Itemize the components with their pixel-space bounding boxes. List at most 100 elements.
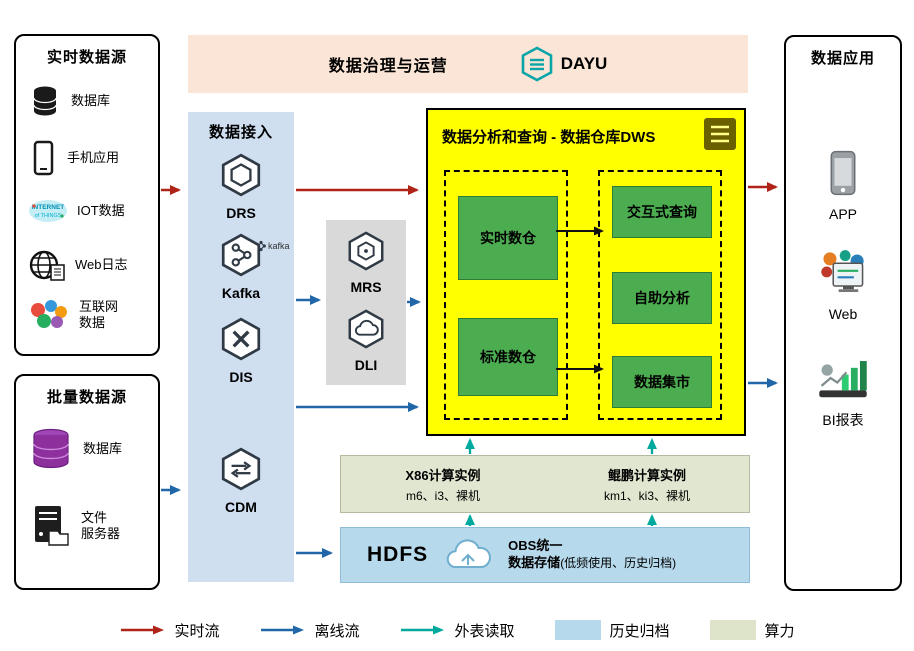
dayu-label: DAYU xyxy=(560,54,608,73)
source-label: Web日志 xyxy=(75,256,128,272)
kafka-label: Kafka xyxy=(221,285,261,301)
mrs-label: MRS xyxy=(350,279,382,295)
source-item-file-server: 文件 服务器 xyxy=(28,504,120,548)
kafka-icon xyxy=(221,233,261,277)
service-kafka: kafka Kafka xyxy=(188,232,294,301)
realtime-sources-title: 实时数据源 xyxy=(46,49,127,66)
dayu-logo: DAYU xyxy=(520,46,608,82)
module-realtime-warehouse: 实时数仓 xyxy=(458,196,558,280)
obs-line2: 数据存储 xyxy=(508,555,561,570)
purple-database-icon xyxy=(33,428,69,469)
hdfs-label: HDFS xyxy=(367,543,429,566)
app-item-web: Web xyxy=(786,249,900,322)
app-label: APP xyxy=(828,206,857,222)
dli-label: DLI xyxy=(354,357,378,373)
legend: 实时流 离线流 外表读取 历史归档 算力 xyxy=(0,614,914,646)
source-item-web-log: Web日志 xyxy=(28,248,128,282)
dws-warehouse-group: 实时数仓 标准数仓 xyxy=(444,170,568,420)
archive-swatch xyxy=(554,620,601,640)
kafka-mark-icon xyxy=(259,240,266,252)
legend-external-read: 外表读取 xyxy=(399,620,515,641)
legend-label: 历史归档 xyxy=(609,622,670,640)
batch-sources-title: 批量数据源 xyxy=(46,389,127,406)
source-label: 手机应用 xyxy=(67,149,120,165)
service-mrs: MRS xyxy=(326,230,406,295)
dayu-icon xyxy=(521,46,553,82)
legend-label: 外表读取 xyxy=(454,622,515,640)
kunpeng-detail: km1、ki3、裸机 xyxy=(603,488,690,503)
bi-report-icon xyxy=(819,361,867,398)
legend-realtime-flow: 实时流 xyxy=(119,620,219,641)
source-label: 数据库 xyxy=(83,440,123,456)
source-label: 文件 服务器 xyxy=(81,509,121,541)
x86-title: X86计算实例 xyxy=(405,467,481,483)
app-label: Web xyxy=(828,306,858,322)
dws-query-group: 交互式查询 自助分析 数据集市 xyxy=(598,170,722,420)
governance-bar: 数据治理与运营 DAYU xyxy=(188,35,748,93)
dis-label: DIS xyxy=(229,369,253,385)
ingestion-column: 数据接入 DRS xyxy=(188,112,294,582)
web-log-icon xyxy=(29,250,65,281)
compute-instances-box: X86计算实例 m6、i3、裸机 鲲鹏计算实例 km1、ki3、裸机 xyxy=(340,455,750,513)
app-phone-icon xyxy=(830,150,856,196)
svg-text:INTERNET: INTERNET xyxy=(32,204,65,211)
web-app-icon xyxy=(821,250,864,293)
dis-icon xyxy=(221,317,261,361)
ingestion-title: 数据接入 xyxy=(208,124,273,141)
dli-icon xyxy=(348,309,384,349)
cdm-label: CDM xyxy=(225,499,257,515)
governance-title: 数据治理与运营 xyxy=(328,58,448,75)
file-server-icon xyxy=(35,506,69,546)
internet-data-icon xyxy=(31,300,67,328)
legend-compute: 算力 xyxy=(709,620,795,641)
cdm-icon xyxy=(221,447,261,491)
module-interactive-query: 交互式查询 xyxy=(612,186,712,238)
service-dli: DLI xyxy=(326,308,406,373)
app-label: BI报表 xyxy=(822,412,864,428)
service-dis: DIS xyxy=(188,316,294,385)
source-item-iot: INTERNET of THINGS IOT数据 xyxy=(28,196,125,226)
kafka-badge-text: kafka xyxy=(268,241,290,251)
kunpeng-title: 鲲鹏计算实例 xyxy=(607,467,686,483)
dws-report-icon xyxy=(700,115,740,158)
dws-panel: 数据分析和查询 - 数据仓库DWS 实时数仓 标准数仓 交互式查询 自助分析 xyxy=(426,108,746,436)
obs-line1: OBS统一 xyxy=(508,538,563,554)
batch-sources-panel: 批量数据源 数据库 文件 服务器 xyxy=(14,374,160,590)
applications-panel: 数据应用 APP Web xyxy=(784,35,902,591)
legend-archive: 历史归档 xyxy=(554,620,670,641)
iot-icon: INTERNET of THINGS xyxy=(29,200,67,222)
kunpeng-compute: 鲲鹏计算实例 km1、ki3、裸机 xyxy=(545,456,749,512)
compute-swatch xyxy=(709,620,756,640)
legend-label: 离线流 xyxy=(314,622,360,640)
service-cdm: CDM xyxy=(188,446,294,515)
obs-note: (低频使用、历史归档) xyxy=(560,556,677,570)
teal-arrow-icon xyxy=(401,625,445,635)
blue-arrow-icon xyxy=(261,625,305,635)
app-item-app: APP xyxy=(786,149,900,222)
source-item-mobile-app: 手机应用 xyxy=(28,140,119,176)
source-label: IOT数据 xyxy=(77,202,125,218)
source-item-internet-data: 互联网 数据 xyxy=(28,298,118,332)
drs-label: DRS xyxy=(226,205,256,221)
source-item-database: 数据库 xyxy=(28,84,110,118)
drs-icon xyxy=(221,153,261,197)
module-data-mart: 数据集市 xyxy=(612,356,712,408)
obs-cloud-icon xyxy=(446,539,492,568)
module-label: 标准数仓 xyxy=(480,349,536,365)
module-label: 自助分析 xyxy=(634,290,690,306)
svg-text:of THINGS: of THINGS xyxy=(35,213,62,219)
module-self-service-analysis: 自助分析 xyxy=(612,272,712,324)
red-arrow-icon xyxy=(121,625,165,635)
storage-box: HDFS OBS统一 数据存储(低频使用、历史归档) xyxy=(340,527,750,583)
x86-compute: X86计算实例 m6、i3、裸机 xyxy=(341,456,545,512)
x86-detail: m6、i3、裸机 xyxy=(405,488,480,503)
kafka-logo-badge: kafka xyxy=(258,240,290,252)
module-label: 交互式查询 xyxy=(627,204,697,220)
mrs-icon xyxy=(348,231,384,271)
database-icon xyxy=(33,86,57,116)
applications-title: 数据应用 xyxy=(810,50,875,67)
legend-offline-flow: 离线流 xyxy=(259,620,359,641)
phone-icon xyxy=(33,140,54,176)
dws-title: 数据分析和查询 - 数据仓库DWS xyxy=(442,129,656,146)
source-label: 互联网 数据 xyxy=(79,298,119,330)
